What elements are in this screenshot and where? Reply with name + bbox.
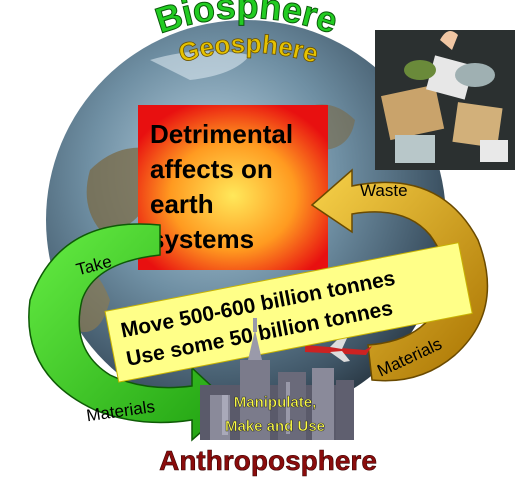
center-line-4: systems [150, 224, 254, 254]
city-skyline: Manipulate, Make and Use [200, 318, 354, 440]
center-line-2: affects on [150, 154, 273, 184]
city-line-2: Make and Use [225, 418, 325, 435]
gold-arrow: Waste Materials [310, 168, 489, 382]
center-line-3: earth [150, 189, 214, 219]
city-line-1: Manipulate, [234, 394, 317, 411]
waste-label: Waste [360, 181, 408, 200]
anthroposphere-title: Anthroposphere [159, 445, 377, 476]
center-box: Detrimental affects on earth systems [138, 105, 328, 270]
green-arrow: Take Materials [28, 223, 234, 442]
landfill-picture [375, 30, 515, 170]
center-line-1: Detrimental [150, 119, 293, 149]
